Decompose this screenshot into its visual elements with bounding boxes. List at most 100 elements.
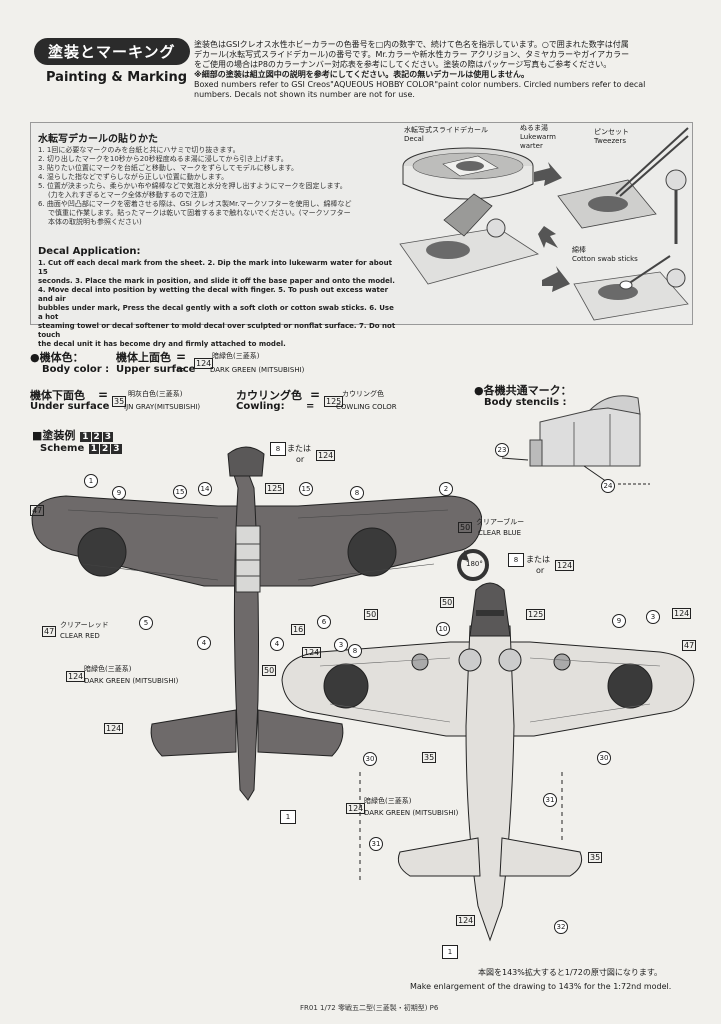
label-tweezers-en: Tweezers xyxy=(594,137,626,145)
decal-30: 30 xyxy=(363,752,377,766)
equals: = xyxy=(176,350,187,364)
tweezers-icon xyxy=(557,127,689,229)
footer-en: Make enlargement of the drawing to 143% … xyxy=(410,982,672,991)
finger-decal-icon xyxy=(399,193,539,285)
color-number: 125 xyxy=(324,396,344,407)
paint-47-left: 47 xyxy=(30,498,45,517)
label-swab: 綿棒 Cotton swab sticks xyxy=(572,246,638,264)
decal-8-under: 8 xyxy=(348,644,362,658)
step-jp: 6. 曲面や凹凸部にマークを密着させる際は、GSI クレオス製Mr.マークソフタ… xyxy=(38,200,352,208)
hinomaru-right xyxy=(347,527,397,577)
dg-en-1: DARK GREEN (MITSUBISHI) xyxy=(84,677,179,685)
paint-124-dg2: 124 xyxy=(346,796,366,815)
under-surface-jp: 機体下面色 xyxy=(30,389,85,402)
step-jp: 3. 貼りたい位置にマークを台紙ごと移動し、マークをずらしてモデルに移します。 xyxy=(38,164,298,172)
equals: = xyxy=(176,365,185,376)
paint-50-mid: 50 xyxy=(262,658,277,677)
color-number: 125 xyxy=(526,609,546,620)
color-number: 50 xyxy=(364,609,379,620)
decal-30b: 30 xyxy=(597,751,611,765)
paint-35-tail: 35 xyxy=(588,845,603,864)
paint-125-lower: 125 xyxy=(526,602,546,621)
paint-124-dg1: 124 xyxy=(66,664,86,683)
cowl-color-jp: カウリング色 xyxy=(342,390,384,398)
wheel-left-icon xyxy=(411,653,429,671)
intro-en-1: Boxed numbers refer to GSI Creos"AQUEOUS… xyxy=(194,80,646,89)
paint-124-tail: 124 xyxy=(104,716,124,735)
paint-50-clear-blue: 50 xyxy=(458,515,473,534)
step-jp: 4. 湿らした指などでずらしながら正しい位置に動かします。 xyxy=(38,173,229,181)
upper-color-box: 124 xyxy=(194,351,214,370)
equals: = xyxy=(306,401,315,412)
cowl-color-box: 125 xyxy=(324,389,344,408)
label-decal-jp: 水転写式スライドデカール xyxy=(404,126,488,134)
decal-steps-en: 1. Cut off each decal mark from the shee… xyxy=(38,259,398,349)
step-jp: で慎重に作業します。貼ったマークは乾いて固着するまで触れないでください。(マーク… xyxy=(48,209,351,217)
decal-31b: 31 xyxy=(369,837,383,851)
decal-illustration xyxy=(399,127,689,321)
under-color-jp: 明灰白色(三菱系) xyxy=(128,390,183,398)
color-number: 124 xyxy=(672,608,692,619)
decal-heading-jp: 水転写デカールの貼りかた xyxy=(38,134,158,145)
scheme-2-badge: 2 xyxy=(99,444,111,454)
scheme-1-badge: 1 xyxy=(88,444,99,454)
decal-9-under: 9 xyxy=(612,614,626,628)
under-color-en: IJN GRAY(MITSUBISHI) xyxy=(124,403,201,411)
cowling-upper xyxy=(227,446,265,477)
paint-125-upper: 125 xyxy=(265,476,285,495)
color-number: 124 xyxy=(104,723,124,734)
decal-15b: 15 xyxy=(299,482,313,496)
paint-47-clear-red: 47 xyxy=(42,619,57,638)
step-en: the decal unit it has become dry and fir… xyxy=(38,340,286,348)
decal-8-upper: 8 xyxy=(270,442,286,456)
cowling-jp: カウリング色 xyxy=(236,389,302,402)
label-tweezers-jp: ピンセット xyxy=(594,128,629,136)
color-number: 125 xyxy=(265,483,285,494)
page-footer: FR01 1/72 零戦五二型(三菱製・初期型) P6 xyxy=(300,1004,439,1012)
color-number: 124 xyxy=(456,915,476,926)
label-water-jp: ぬるま湯 xyxy=(520,124,548,132)
stencil-illustration xyxy=(501,395,650,485)
color-number: 124 xyxy=(302,647,322,658)
hinomaru-under-left xyxy=(323,663,369,709)
tail-under-left xyxy=(397,837,481,877)
decal-1-box-lower: 1 xyxy=(442,945,458,959)
arrow-icon xyxy=(538,226,558,248)
decal-4: 4 xyxy=(197,636,211,650)
or-jp-lower: または xyxy=(526,555,550,564)
color-number: 124 xyxy=(555,560,575,571)
label-water: ぬるま湯 Lukewarm warter xyxy=(520,124,580,151)
upper-surface-en: Upper surface xyxy=(116,364,196,375)
decal-5: 5 xyxy=(139,616,153,630)
label-decal-en: Decal xyxy=(404,135,424,143)
rotate-180-icon xyxy=(457,549,489,581)
paint-47-right: 47 xyxy=(682,633,697,652)
intro-text: 塗装色はGSIクレオス水性ホビーカラーの色番号を□内の数字で、続けて色名を指示し… xyxy=(194,40,704,100)
decal-1-box-upper: 1 xyxy=(280,810,296,824)
color-number: 50 xyxy=(262,665,277,676)
upper-color-jp: 暗緑色(三菱系) xyxy=(212,352,260,360)
or-en-upper: or xyxy=(296,455,305,464)
paint-124-tail-lower: 124 xyxy=(456,908,476,927)
scheme-2-badge: 2 xyxy=(91,432,102,442)
rotate-label: 180° xyxy=(466,560,483,568)
color-number: 50 xyxy=(458,522,473,533)
tail-right xyxy=(257,709,344,757)
under-surface-en: Under surface xyxy=(30,401,110,412)
decal-8-lower: 8 xyxy=(508,553,524,567)
under-color-box: 35 xyxy=(112,389,127,408)
canopy xyxy=(235,525,261,593)
step-en: bubbles under mark, Press the decal gent… xyxy=(38,304,394,321)
scheme-en: Scheme xyxy=(40,443,85,454)
decal-24: 24 xyxy=(601,479,615,493)
paint-124-wingtip-left: 124 xyxy=(302,640,322,659)
section-title-en: Painting & Marking xyxy=(46,70,188,85)
or-en-lower: or xyxy=(536,566,545,575)
decal-6: 6 xyxy=(317,615,331,629)
decal-steps-jp: 1. 1回に必要なマークのみを台紙と共にハサミで切り抜きます。 2. 切り出した… xyxy=(38,146,398,227)
color-number: 124 xyxy=(346,803,366,814)
intro-jp-3: をご使用の場合はP8のカラーナンバー対応表を参考にしてください。塗装の際はパッケ… xyxy=(194,60,612,69)
decal-14: 14 xyxy=(198,482,212,496)
paint-35-under: 35 xyxy=(422,745,437,764)
paint-16: 16 xyxy=(291,617,306,636)
